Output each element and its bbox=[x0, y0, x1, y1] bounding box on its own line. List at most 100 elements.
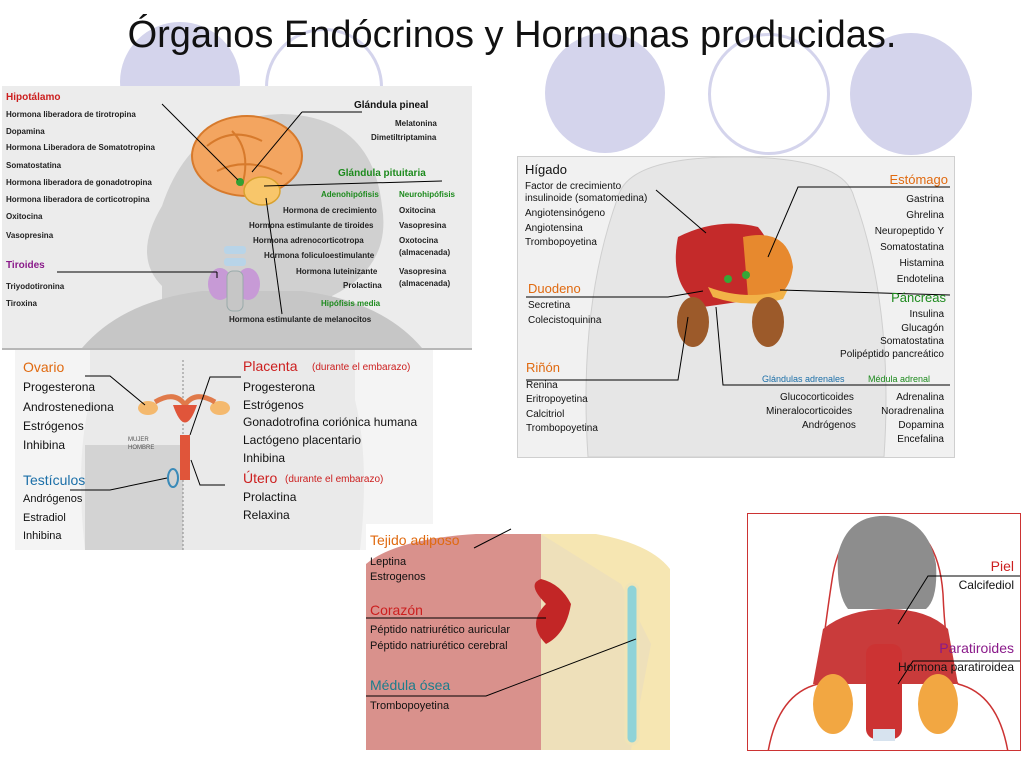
hombre-label: HOMBRE bbox=[128, 445, 155, 451]
medula-adrenal-item: Noradrenalina bbox=[881, 406, 944, 417]
ovario-label: Ovario bbox=[23, 359, 65, 375]
tiroides-item: Triyodotironina bbox=[6, 282, 65, 291]
hipofisis-media-item: Hormona estimulante de melanocitos bbox=[229, 315, 372, 324]
pituitaria-label: Glándula pituitaria bbox=[338, 168, 426, 179]
pancreas-label: Páncreas bbox=[891, 290, 946, 305]
ovario-item: Progesterona bbox=[23, 380, 96, 394]
estomago-item: Gastrina bbox=[906, 194, 944, 205]
adiposo-label: Tejido adiposo bbox=[370, 532, 460, 548]
hipotalamo-item: Dopamina bbox=[6, 127, 45, 136]
pancreas-item: Somatostatina bbox=[880, 336, 944, 347]
piel-label: Piel bbox=[990, 558, 1014, 574]
estomago-item: Histamina bbox=[899, 258, 944, 269]
pineal-label: Glándula pineal bbox=[354, 100, 429, 111]
placenta-label: Placenta bbox=[243, 358, 298, 374]
adiposo-item: Leptina bbox=[370, 556, 407, 568]
deco-circle-5 bbox=[850, 33, 972, 155]
abdomen-panel: Hígado Factor de crecimiento insulinoide… bbox=[517, 156, 955, 458]
neck-panel: Piel Calcifediol Paratiroides Hormona pa… bbox=[747, 513, 1021, 751]
tiroides-item: Tiroxina bbox=[6, 299, 37, 308]
higado-item: insulinoide (somatomedina) bbox=[525, 193, 648, 204]
adenohipofisis-item: Hormona adrenocorticotropa bbox=[253, 236, 364, 245]
adenohipofisis-item: Prolactina bbox=[343, 281, 382, 290]
corazon-label: Corazón bbox=[370, 602, 423, 618]
pancreas-item: Insulina bbox=[909, 309, 944, 320]
rinon-item: Calcitriol bbox=[526, 409, 565, 420]
duodeno-item: Colecistoquinina bbox=[528, 315, 602, 326]
neurohipofisis-item: Vasopresina bbox=[399, 267, 447, 276]
placenta-item: Lactógeno placentario bbox=[243, 433, 362, 447]
hipotalamo-item: Hormona Liberadora de Somatotropina bbox=[6, 143, 155, 152]
slide-title: Órganos Endócrinos y Hormonas producidas… bbox=[127, 14, 897, 56]
placenta-item: Gonadotrofina coriónica humana bbox=[243, 415, 418, 429]
neurohipofisis-item: Vasopresina bbox=[399, 221, 447, 230]
hipotalamo-label: Hipotálamo bbox=[6, 92, 61, 103]
hipofisis-media-label: Hipófisis media bbox=[321, 299, 381, 308]
hipotalamo-item: Hormona liberadora de corticotropina bbox=[6, 195, 150, 204]
adrenales-label: Glándulas adrenales bbox=[762, 374, 845, 384]
ovario-item: Estrógenos bbox=[23, 419, 84, 433]
utero-item: Relaxina bbox=[243, 508, 290, 522]
paratiroides-label: Paratiroides bbox=[939, 640, 1014, 656]
adrenales-item: Glucocorticoides bbox=[780, 392, 854, 403]
chest-panel: Tejido adiposo Leptina Estrogenos Corazó… bbox=[366, 524, 670, 750]
neurohipofisis-item: (almacenada) bbox=[399, 248, 451, 257]
placenta-item: Progesterona bbox=[243, 380, 316, 394]
adenohipofisis-item: Hormona foliculoestimulante bbox=[264, 251, 375, 260]
duodeno-item: Secretina bbox=[528, 300, 571, 311]
adenohipofisis-item: Hormona de crecimiento bbox=[283, 206, 377, 215]
reproductive-panel: Ovario Progesterona Androstenediona Estr… bbox=[15, 350, 433, 550]
medula-adrenal-item: Adrenalina bbox=[896, 392, 944, 403]
placenta-item: Inhibina bbox=[243, 451, 286, 465]
ovario-item: Inhibina bbox=[23, 438, 66, 452]
higado-item: Trombopoyetina bbox=[525, 237, 597, 248]
medula-osea-item: Trombopoyetina bbox=[370, 700, 450, 712]
rinon-label: Riñón bbox=[526, 360, 560, 375]
estomago-item: Somatostatina bbox=[880, 242, 944, 253]
adrenales-item: Mineralocorticoides bbox=[766, 406, 853, 417]
neurohipofisis-label: Neurohipófisis bbox=[399, 190, 456, 199]
tiroides-label: Tiroides bbox=[6, 260, 45, 271]
torso-illustration bbox=[526, 157, 951, 457]
utero-note: (durante el embarazo) bbox=[285, 474, 384, 485]
medula-adrenal-item: Dopamina bbox=[898, 420, 944, 431]
medula-adrenal-label: Médula adrenal bbox=[868, 374, 931, 384]
chest-illustration bbox=[366, 528, 670, 750]
higado-item: Factor de crecimiento bbox=[525, 181, 622, 192]
deco-circle-3 bbox=[545, 33, 665, 153]
utero-label: Útero bbox=[243, 470, 278, 486]
pancreas-item: Polipéptido pancreático bbox=[840, 349, 944, 360]
testiculos-label: Testículos bbox=[23, 472, 86, 488]
hipotalamo-item: Somatostatina bbox=[6, 161, 62, 170]
corazon-item: Péptido natriurético auricular bbox=[370, 624, 511, 636]
neurohipofisis-item: Oxotocina bbox=[399, 236, 439, 245]
placenta-item: Estrógenos bbox=[243, 398, 304, 412]
hipotalamo-item: Vasopresina bbox=[6, 231, 54, 240]
brain-panel: Hipotálamo Hormona liberadora de tirotro… bbox=[2, 86, 472, 350]
piel-item: Calcifediol bbox=[958, 578, 1014, 592]
pelvis-illustration bbox=[70, 350, 364, 550]
placenta-note: (durante el embarazo) bbox=[312, 362, 411, 373]
mujer-label: MUJER bbox=[128, 437, 149, 443]
testiculos-item: Andrógenos bbox=[23, 493, 83, 505]
testiculos-item: Estradiol bbox=[23, 512, 66, 524]
neurohipofisis-item: Oxitocina bbox=[399, 206, 436, 215]
medula-adrenal-item: Encefalina bbox=[897, 434, 944, 445]
head-illustration bbox=[57, 103, 443, 348]
hipotalamo-item: Hormona liberadora de tirotropina bbox=[6, 110, 136, 119]
testiculos-item: Inhibina bbox=[23, 530, 62, 542]
adenohipofisis-item: Hormona luteinizante bbox=[296, 267, 378, 276]
rinon-item: Eritropoyetina bbox=[526, 394, 588, 405]
medula-osea-label: Médula ósea bbox=[370, 677, 451, 693]
estomago-item: Neuropeptido Y bbox=[874, 226, 944, 237]
higado-item: Angiotensinógeno bbox=[525, 208, 606, 219]
ovario-item: Androstenediona bbox=[23, 400, 114, 414]
neck-illustration bbox=[767, 515, 1020, 750]
corazon-item: Péptido natriurético cerebral bbox=[370, 640, 508, 652]
pineal-item: Dimetiltriptamina bbox=[371, 133, 437, 142]
hipotalamo-item: Oxitocina bbox=[6, 212, 43, 221]
estomago-item: Ghrelina bbox=[906, 210, 944, 221]
hipotalamo-item: Hormona liberadora de gonadotropina bbox=[6, 178, 152, 187]
duodeno-label: Duodeno bbox=[528, 281, 581, 296]
rinon-item: Renina bbox=[526, 380, 558, 391]
